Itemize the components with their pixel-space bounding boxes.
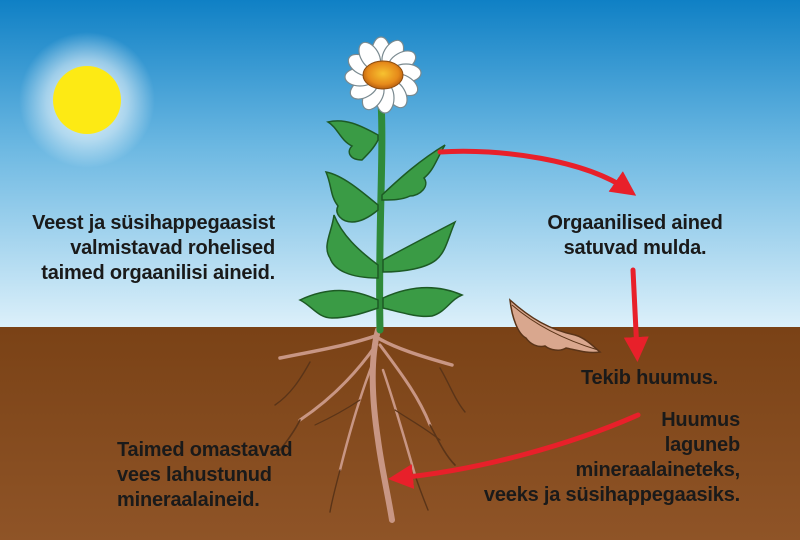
label-organic-to-soil: Orgaanilised ained satuvad mulda. [547,212,723,259]
arrow-icon [388,412,641,489]
label-photosynthesis: Veest ja süsihappegaasist valmistavad ro… [32,212,275,284]
fallen-leaf-icon [509,298,602,354]
plant-leaves [298,120,464,319]
label-humus-decomposes: Huumus laguneb mineraalaineteks, veeks j… [483,409,740,506]
plant-roots [274,327,466,523]
sun-icon [19,32,155,168]
daisy-flower-icon [274,36,466,523]
plant-stem [376,96,386,334]
soil-background [0,327,800,540]
arrow-icon [437,148,637,196]
daisy-blossom [344,36,422,114]
label-humus-forms: Tekib huumus. [581,367,719,389]
label-plants-absorb: Taimed omastavad vees lahustunud mineraa… [117,439,293,511]
arrow-icon [623,267,649,362]
cycle-arrows [388,148,649,489]
